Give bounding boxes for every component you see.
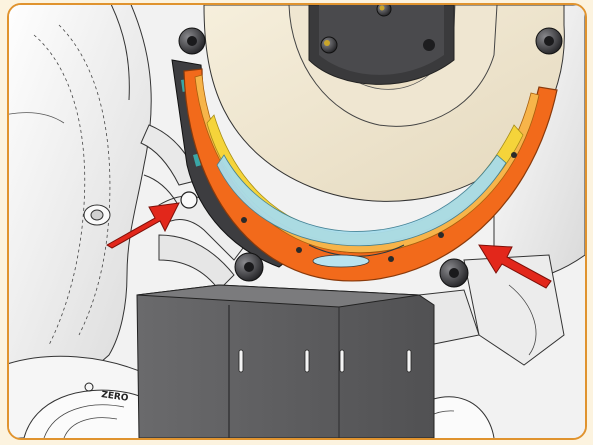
bolt-guard-left bbox=[180, 191, 198, 209]
machine-illustration: ZERO bbox=[9, 5, 585, 438]
mounting-bolts bbox=[178, 27, 563, 288]
hoses bbox=[140, 124, 250, 291]
housing-box bbox=[136, 284, 435, 438]
wheel-guard bbox=[183, 68, 558, 282]
engraving-label: ZERO bbox=[101, 390, 130, 404]
illustration-frame: ZERO bbox=[7, 3, 587, 440]
callout-arrow-right bbox=[478, 244, 552, 289]
callout-arrow-left bbox=[106, 202, 180, 249]
left-casing bbox=[9, 5, 152, 400]
grinding-wheel bbox=[203, 5, 565, 202]
